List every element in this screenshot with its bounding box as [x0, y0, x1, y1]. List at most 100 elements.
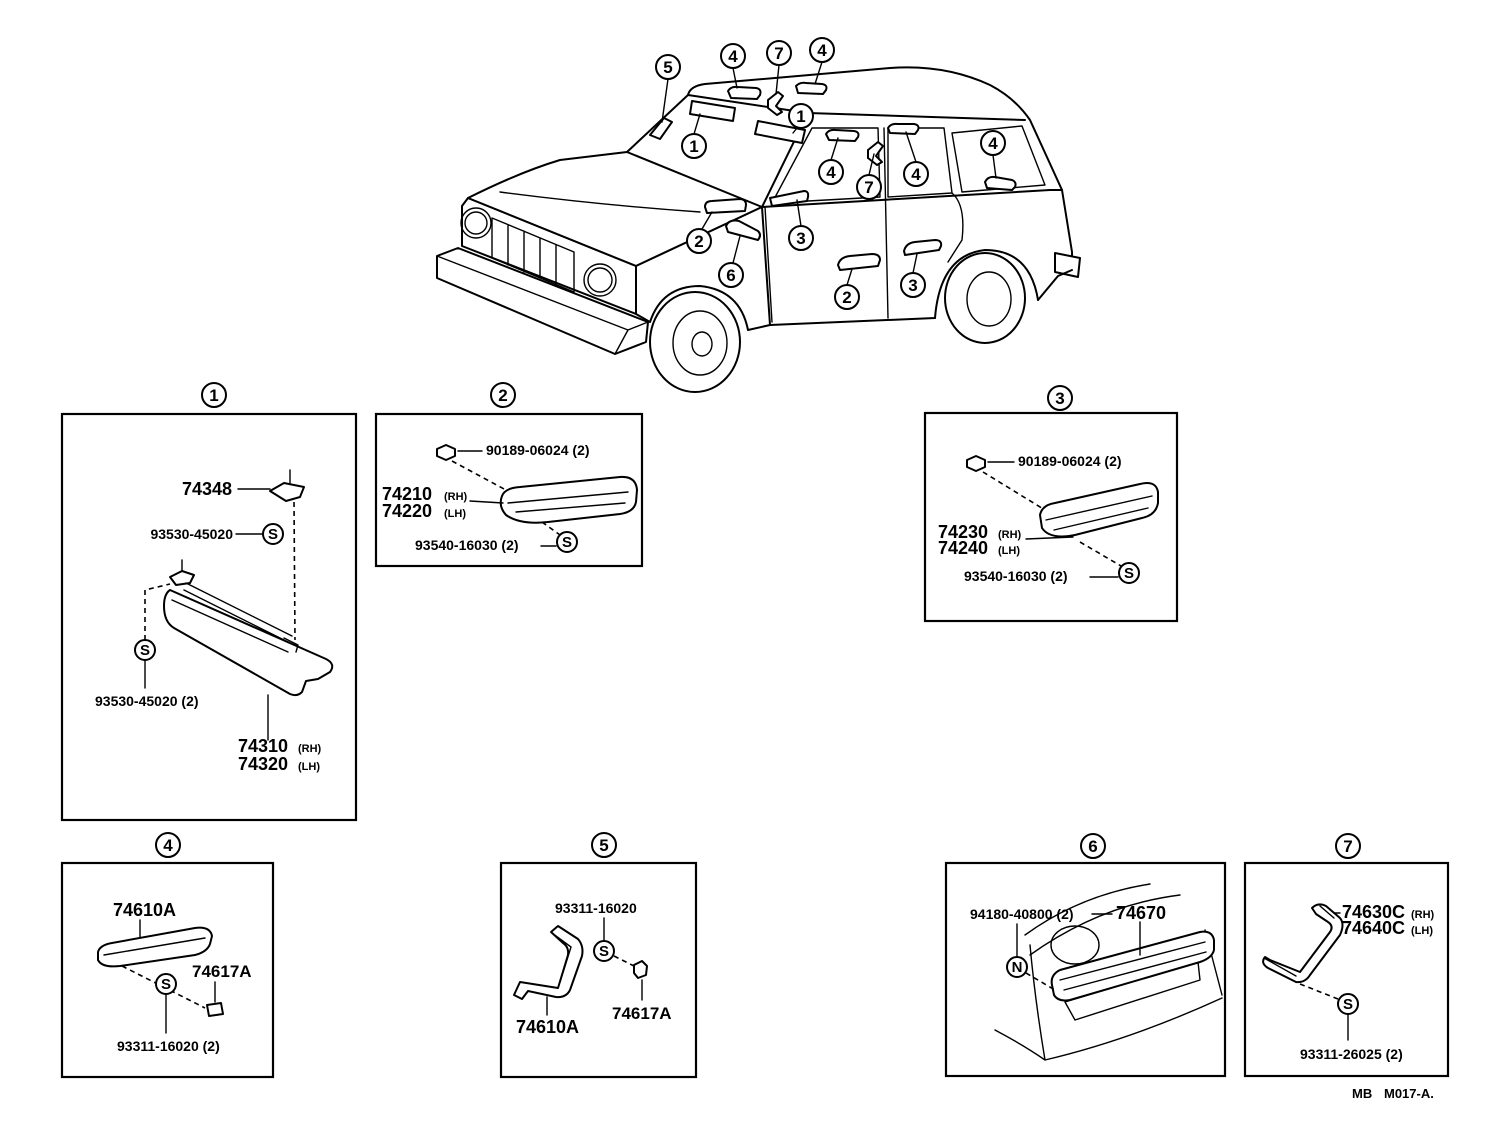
callout-circle	[788, 225, 814, 251]
grip-clip	[633, 960, 648, 979]
vehicle-callout: 3	[788, 225, 814, 251]
bracket-screw-part-number: 93530-45020	[150, 526, 233, 542]
callout-number: 1	[796, 107, 805, 126]
panel-2-front-grip: 2 90189-06024 (2) 74210 (RH) 74220 (LH) …	[374, 382, 644, 568]
nut-symbol: N	[1012, 959, 1023, 976]
screw-part-number: 93311-16020	[555, 900, 637, 916]
grip-lh-side: (LH)	[1411, 925, 1433, 937]
panel-3-rear-grip: 3 90189-06024 (2) 74230 (RH) 74240 (LH) …	[923, 385, 1179, 623]
assist-grip-detail	[1263, 905, 1335, 977]
grip-rh-side: (RH)	[998, 529, 1022, 541]
roof-outline	[687, 66, 1063, 191]
callout-number: 3	[796, 229, 805, 248]
vehicle-callout: 4	[980, 130, 1006, 156]
grip-lh-side: (LH)	[444, 508, 466, 520]
right-headlight-ring	[583, 263, 617, 297]
callout-number: 4	[988, 134, 998, 153]
assist-grip-pillar	[649, 117, 673, 140]
pull-handle-part-number: 74670	[1116, 903, 1166, 923]
grip-leader	[469, 500, 504, 504]
front-fender	[635, 206, 771, 331]
vehicle-illustration: 5 4 7 4 1 1 4 7 4 4 2 3 6 2 3	[436, 37, 1081, 393]
panel-frame	[374, 412, 644, 568]
grip-rh-part-number: 74210	[382, 484, 432, 504]
callout-circle	[980, 130, 1006, 156]
door-speaker-opening	[1050, 925, 1100, 965]
screw-symbol: S	[562, 534, 572, 551]
handle-leader	[1091, 913, 1141, 956]
clip	[436, 444, 456, 461]
screw-symbol: S	[161, 976, 171, 993]
callout-number: 2	[694, 232, 703, 251]
quarter-window	[951, 125, 1046, 193]
panel-label-circle	[1047, 385, 1073, 411]
vehicle-callout: 7	[766, 40, 792, 66]
door-pull-handle-detail	[1059, 941, 1207, 991]
assist-grip	[1039, 482, 1159, 538]
visor-rh-side: (RH)	[298, 743, 322, 755]
grip-lh-part-number: 74240	[938, 538, 988, 558]
callout-circle	[766, 40, 792, 66]
panel-label: 6	[1088, 837, 1097, 856]
callout-circle	[809, 37, 835, 63]
cap-part-number: 74617A	[612, 1004, 672, 1023]
clip-guide	[982, 471, 1046, 511]
clip-part-number: 90189-06024 (2)	[1018, 453, 1122, 469]
vehicle-callout: 7	[856, 174, 882, 200]
visor-screw-part-number: 93530-45020 (2)	[95, 693, 199, 709]
panel-frame	[944, 861, 1227, 1078]
sun-visor	[163, 589, 334, 697]
rocker	[769, 317, 936, 326]
clip-guide	[451, 460, 507, 491]
assist-grip-detail	[555, 935, 572, 983]
callout-circle	[720, 43, 746, 69]
right-headlight	[587, 267, 613, 293]
rear-lower-body	[1037, 269, 1073, 301]
screw-guide	[1079, 541, 1122, 567]
callout-circle	[718, 262, 744, 288]
callout-circle	[834, 284, 860, 310]
screw-guide	[1299, 983, 1339, 1000]
screw-guide	[541, 521, 561, 536]
grip-lh-part-number: 74640C	[1342, 918, 1405, 938]
assist-grip-detail	[507, 491, 629, 513]
callout-number: 6	[726, 266, 735, 285]
rear-bumper	[1054, 252, 1081, 278]
assist-grip-roof-2	[795, 81, 828, 95]
panel-label-circle	[1080, 833, 1106, 859]
panel-frame	[60, 861, 275, 1079]
front-bumper	[436, 247, 649, 355]
vehicle-callout: 1	[681, 133, 707, 159]
assist-grip	[1262, 903, 1344, 984]
panel-label-circle	[155, 832, 181, 858]
visor-screw-guide	[144, 583, 171, 640]
clip-part-number: 90189-06024 (2)	[486, 442, 590, 458]
callout-circle	[903, 161, 929, 187]
panel-frame	[1243, 861, 1450, 1078]
panel-label-circle	[591, 832, 617, 858]
callout-circle	[655, 54, 681, 80]
panel-frame	[60, 412, 358, 822]
rear-wheel-rim	[966, 271, 1012, 327]
windshield	[626, 94, 809, 208]
callout-circle	[818, 159, 844, 185]
panel-frame	[923, 411, 1179, 623]
grip-rh-side: (RH)	[1411, 909, 1435, 921]
clip-guide	[613, 955, 635, 967]
assist-grip-detail	[1045, 495, 1153, 531]
screw-part-number: 93540-16030 (2)	[415, 537, 519, 553]
visor-edge-line	[171, 599, 299, 653]
front-wheel-rim	[672, 310, 728, 376]
diagram-code-prefix: MB	[1352, 1086, 1372, 1101]
vehicle-callout: 3	[900, 272, 926, 298]
assist-grip-detail	[103, 937, 206, 956]
door-pull-handle	[1050, 930, 1215, 1002]
grip-part-number: 74610A	[113, 900, 176, 920]
vehicle-callout: 2	[686, 228, 712, 254]
panel-label: 1	[209, 386, 218, 405]
screw-part-number: 93540-16030 (2)	[964, 568, 1068, 584]
roof-side-rail	[807, 112, 1026, 121]
nut-symbol-circle	[1006, 956, 1028, 978]
screw-symbol-circle	[556, 531, 578, 553]
callout-circle	[788, 103, 814, 129]
